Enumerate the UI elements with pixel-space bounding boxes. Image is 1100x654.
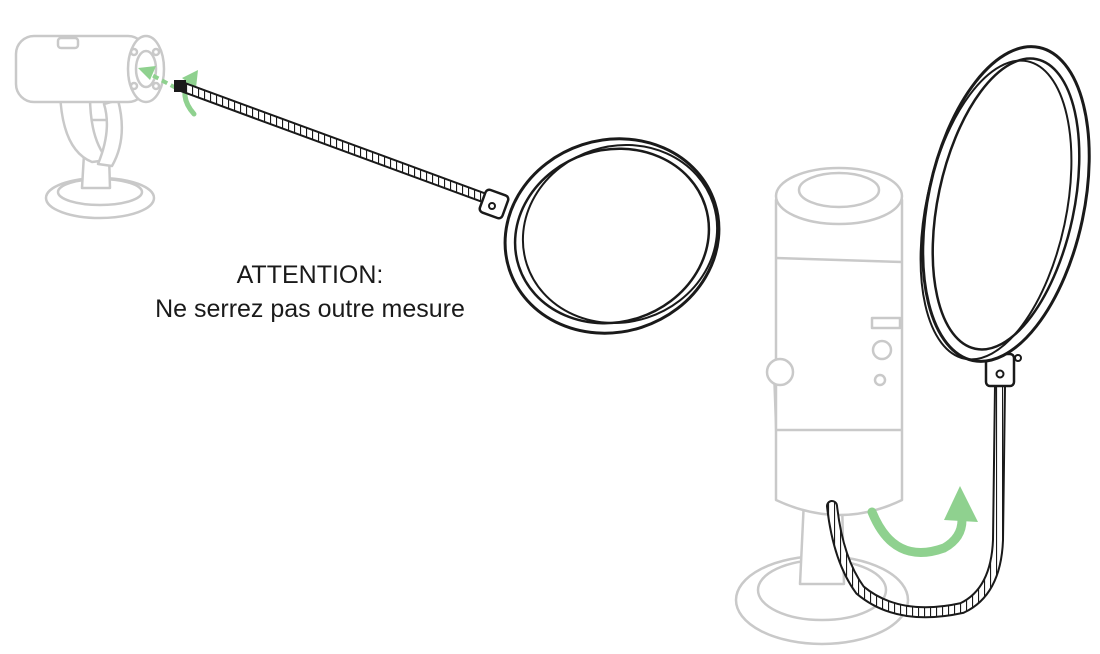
warning-title: ATTENTION: <box>236 261 384 289</box>
microphone-side-view <box>14 34 166 220</box>
pop-filter-mounted <box>826 45 1091 619</box>
warning-text: Ne serrez pas outre mesure <box>155 295 465 323</box>
curved-arrow-icon <box>867 486 978 557</box>
microphone-front-view <box>734 166 910 646</box>
rotate-clockwise-icon <box>182 70 198 117</box>
pop-filter-detached <box>174 80 721 335</box>
insert-arrow-icon <box>138 66 177 90</box>
